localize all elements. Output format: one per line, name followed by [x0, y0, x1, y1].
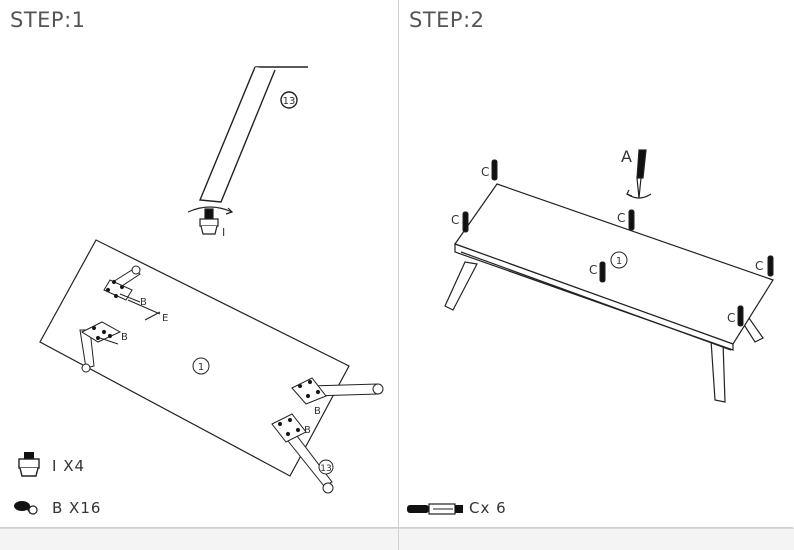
table-drawing — [444, 183, 774, 403]
tabletop-outline — [39, 239, 350, 477]
bolt-label-4: B — [304, 425, 311, 436]
bracket-top-left — [103, 265, 161, 321]
tabletop-number-label-2: 1 — [616, 256, 622, 267]
foot-cap-drawing — [187, 206, 234, 235]
leg-number-label-2: 13 — [320, 464, 331, 474]
foot-cap-label: I — [222, 226, 225, 239]
step-1-illustration: 13 I 1 B E — [14, 66, 384, 515]
dowel-label-2: C — [451, 213, 459, 227]
bolt-label-2: B — [121, 332, 128, 343]
bolt-label-3: B — [314, 406, 321, 417]
bolt-icon — [14, 501, 38, 515]
step-1-title: STEP:1 — [10, 8, 86, 32]
legend-dowel-text: Cx 6 — [469, 499, 507, 517]
leg-number-label: 13 — [283, 96, 296, 107]
step-2-panel: STEP:2 1 A — [399, 0, 793, 528]
bottom-strip — [0, 528, 794, 550]
bracket-bottom — [271, 413, 334, 494]
leg-drawing — [198, 66, 308, 203]
dowel-label-5: C — [755, 259, 763, 273]
bracket-right — [291, 377, 384, 405]
step-1-panel: STEP:1 13 I 1 — [0, 0, 399, 528]
dowel-icon — [407, 503, 463, 515]
bracket-left — [79, 321, 122, 373]
tabletop-number-label: 1 — [198, 362, 204, 373]
tool-a-label: A — [621, 147, 632, 166]
tool-label: E — [162, 313, 168, 324]
bolt-label-1: B — [140, 297, 147, 308]
dowel-label-4: C — [589, 263, 597, 277]
dowel-label-1: C — [481, 165, 489, 179]
step-2-title: STEP:2 — [409, 8, 485, 32]
legend-bolt-text: B X16 — [52, 499, 102, 517]
legend-foot-cap-text: I X4 — [52, 457, 86, 475]
dowels — [462, 159, 774, 327]
screwdriver-drawing — [626, 149, 652, 199]
foot-cap-icon — [18, 452, 40, 477]
step-2-illustration: 1 A C C C C C C — [407, 147, 774, 515]
dowel-label-6: C — [727, 311, 735, 325]
dowel-label-3: C — [617, 211, 625, 225]
bottom-divider — [398, 529, 399, 550]
